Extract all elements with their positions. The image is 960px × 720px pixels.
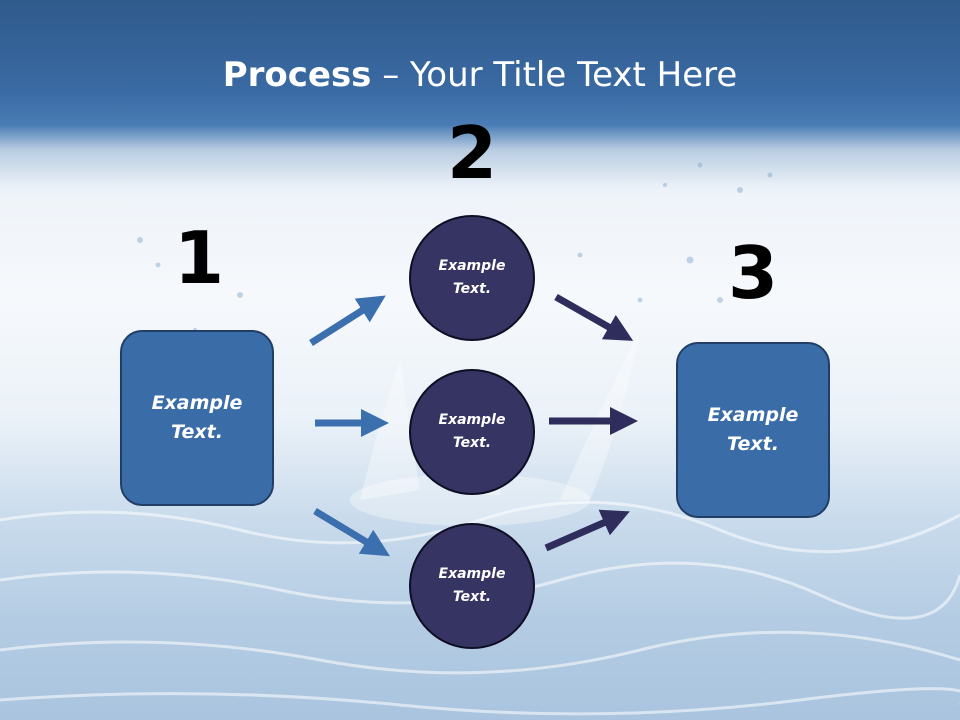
step-number-1: 1 — [173, 216, 225, 300]
arrow-left-to-top — [309, 295, 386, 346]
circle-middle: Example Text. — [409, 369, 535, 495]
step-number-2: 2 — [446, 111, 498, 195]
title-bold: Process — [222, 55, 372, 95]
arrow-top-to-right — [554, 293, 634, 341]
circle-top: Example Text. — [409, 215, 535, 341]
circle-bottom: Example Text. — [409, 523, 535, 649]
slide-title: Process – Your Title Text Here — [0, 52, 960, 98]
title-rest: – Your Title Text Here — [371, 55, 738, 95]
circle-top-text: Example Text. — [438, 258, 506, 297]
right-box-text: Example Text. — [707, 404, 799, 455]
arrow-bottom-to-right — [544, 509, 630, 552]
circle-bottom-text: Example Text. — [438, 566, 506, 605]
right-box: Example Text. — [676, 342, 830, 518]
circle-middle-text: Example Text. — [438, 412, 506, 451]
step-number-3: 3 — [727, 231, 779, 315]
left-box-text: Example Text. — [151, 392, 243, 443]
arrow-left-to-bottom — [313, 508, 390, 557]
left-box: Example Text. — [120, 330, 274, 506]
